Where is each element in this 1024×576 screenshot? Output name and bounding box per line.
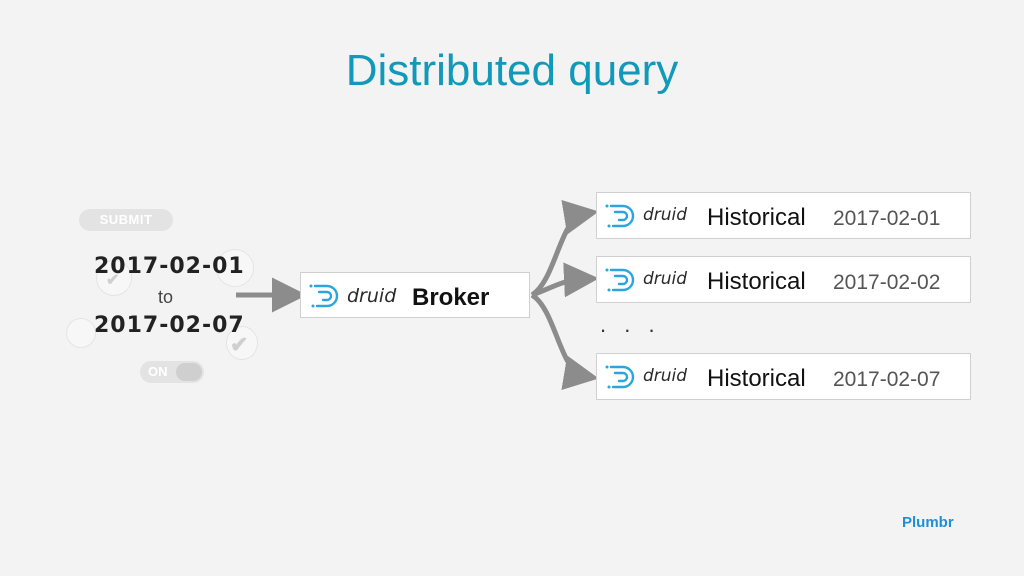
check-icon: ✔ bbox=[106, 272, 120, 289]
druid-logo-icon bbox=[309, 284, 339, 308]
query-connector: to bbox=[158, 287, 174, 307]
druid-logo-icon bbox=[605, 268, 635, 292]
druid-logo-icon bbox=[605, 204, 635, 228]
historical-date: 2017-02-07 bbox=[833, 368, 941, 391]
broker-to-historical-1-arrow bbox=[530, 200, 599, 298]
historical-date: 2017-02-01 bbox=[833, 207, 941, 230]
historical-druid-text: druid bbox=[643, 366, 688, 386]
druid-logo-icon bbox=[605, 365, 635, 389]
broker-to-historical-2-arrow bbox=[531, 262, 599, 298]
broker-label: Broker bbox=[412, 284, 490, 311]
query-from-date: 2017-02-01 bbox=[94, 254, 245, 279]
on-toggle[interactable]: ON bbox=[140, 361, 204, 383]
broker-node: druid Broker bbox=[300, 272, 530, 318]
decor-circle bbox=[96, 260, 132, 296]
historical-date: 2017-02-02 bbox=[833, 271, 941, 294]
toggle-label: ON bbox=[148, 364, 168, 379]
decor-circle bbox=[226, 326, 258, 360]
historical-node: druid Historical 2017-02-01 bbox=[596, 192, 971, 239]
broker-to-historical-3-arrow bbox=[530, 292, 599, 390]
toggle-knob bbox=[176, 363, 202, 381]
brand-logo: Plumbr bbox=[902, 514, 954, 531]
ellipsis: . . . bbox=[600, 312, 661, 337]
check-icon: ✔ bbox=[230, 332, 249, 357]
historical-node: druid Historical 2017-02-07 bbox=[596, 353, 971, 400]
historical-druid-text: druid bbox=[643, 269, 688, 289]
historical-label: Historical bbox=[707, 365, 806, 392]
decor-circle bbox=[66, 318, 96, 348]
submit-button[interactable]: SUBMIT bbox=[79, 209, 173, 231]
historical-label: Historical bbox=[707, 204, 806, 231]
query-to-date: 2017-02-07 bbox=[94, 313, 245, 338]
broker-druid-text: druid bbox=[347, 285, 397, 307]
decor-circle bbox=[216, 249, 254, 287]
historical-label: Historical bbox=[707, 268, 806, 295]
slide-title: Distributed query bbox=[345, 46, 679, 95]
historical-druid-text: druid bbox=[643, 205, 688, 225]
historical-node: druid Historical 2017-02-02 bbox=[596, 256, 971, 303]
